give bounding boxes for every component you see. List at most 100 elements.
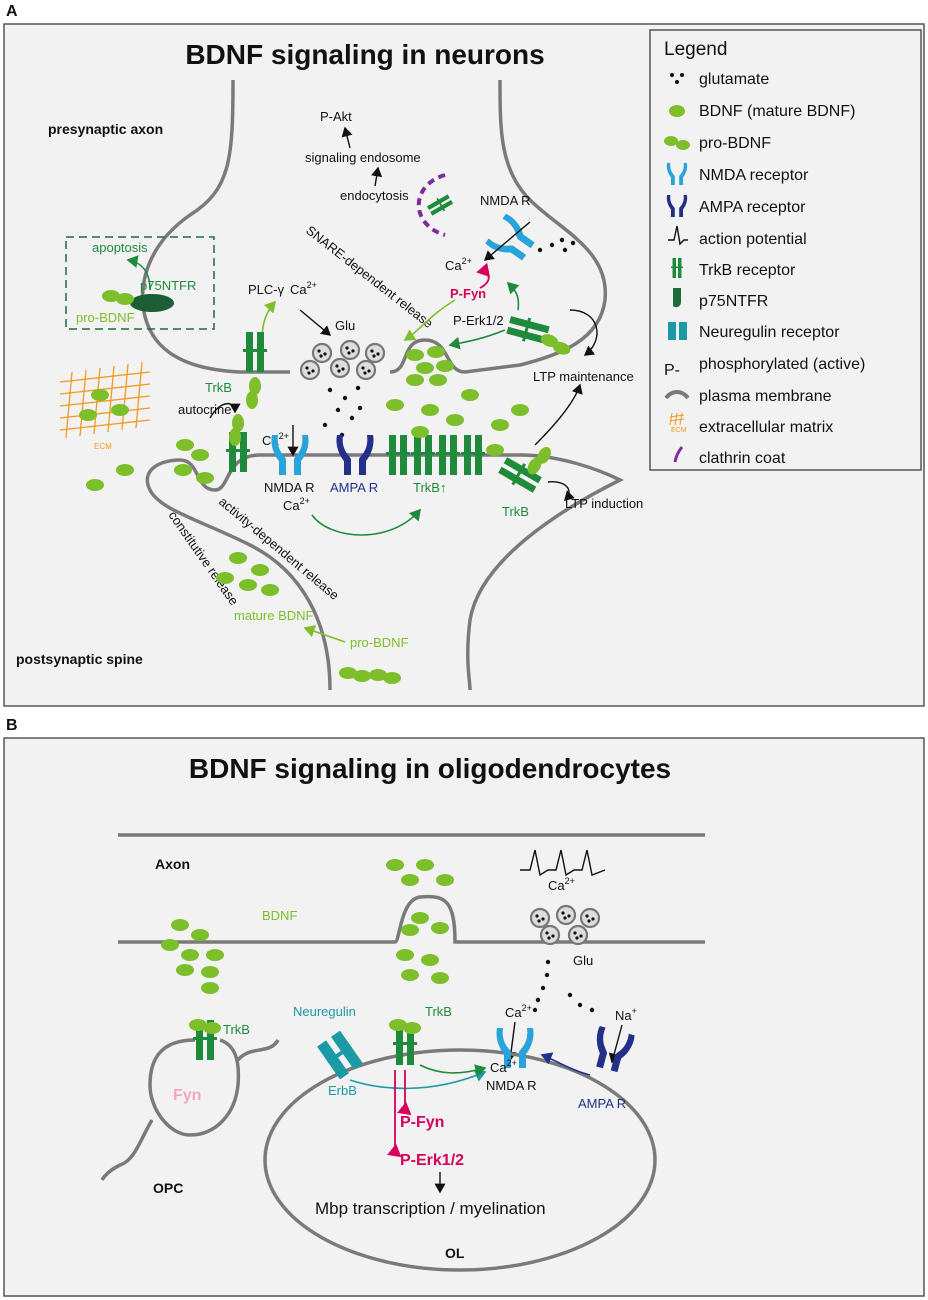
arrow-autocrine xyxy=(209,403,241,419)
ca-nmda-b-label: Ca2+ xyxy=(505,1003,532,1020)
legend-label-glutamate: glutamate xyxy=(699,71,769,88)
axon-bottom-membrane xyxy=(118,894,705,944)
panel-b-title: BDNF signaling in oligodendrocytes xyxy=(189,753,671,784)
p-erk-b-label: P-Erk1/2 xyxy=(400,1152,464,1169)
trkb-pre-label: TrkB xyxy=(205,380,232,395)
glutamate-dots-top xyxy=(537,237,576,253)
arrow-endocytosis-to-endosome xyxy=(371,166,383,187)
plc-gamma-label: PLC-γ xyxy=(248,282,285,297)
legend-p-prefix: P- xyxy=(664,362,680,379)
arrow-trkb-to-pfyn-b xyxy=(397,1070,412,1116)
legend-label-p75: p75NTFR xyxy=(699,293,768,310)
ecm-label: ECM xyxy=(94,442,112,451)
arrow-trkb-to-perk-b xyxy=(387,1070,402,1158)
pro-bdnf-icon xyxy=(664,136,690,150)
arrow-ca-to-vesicles xyxy=(299,309,332,336)
bdnf-label: BDNF xyxy=(262,908,297,923)
legend-box xyxy=(649,29,922,471)
arrow-erbb-to-nmda xyxy=(349,1069,487,1090)
p75ntfr-receptor-icon xyxy=(130,294,174,312)
glutamate-dots-b xyxy=(532,959,595,1013)
legend-label-bdnf: BDNF (mature BDNF) xyxy=(699,103,855,120)
presynaptic-axon-label: presynaptic axon xyxy=(48,121,163,137)
arrow-ampa-to-nmda xyxy=(540,1052,591,1076)
trkb-opc-label: TrkB xyxy=(223,1022,250,1037)
mature-bdnf-label: mature BDNF xyxy=(234,608,314,623)
legend-label-neuregulin: Neuregulin receptor xyxy=(699,324,840,341)
arrow-pro-to-mature xyxy=(303,625,346,643)
p-fyn-b-label: P-Fyn xyxy=(400,1114,444,1131)
panel-a-title: BDNF signaling in neurons xyxy=(185,39,544,70)
ca-pfyn-label: Ca2+ xyxy=(445,256,472,273)
legend-ecm-sub: ECM xyxy=(671,427,687,434)
legend-label-membrane: plasma membrane xyxy=(699,388,832,405)
trkb-post-label: TrkB xyxy=(502,504,529,519)
nmda-r-label: NMDA R xyxy=(264,480,315,495)
legend-label-ampa: AMPA receptor xyxy=(699,199,806,216)
arrow-ltp-maintenance-loop xyxy=(569,309,598,356)
ltp-induction-label: LTP induction xyxy=(565,496,643,511)
opc-cell-outline xyxy=(100,1038,280,1181)
arrow-ltp-induction xyxy=(547,481,575,501)
ampa-r-b-label: AMPA R xyxy=(578,1096,626,1111)
ca-plc-label: Ca2+ xyxy=(290,280,317,297)
trkb-ol-label: TrkB xyxy=(425,1004,452,1019)
extracellular-matrix-icon xyxy=(669,412,685,426)
arrow-ca-entry-top xyxy=(483,221,531,261)
ca-post-label: Ca2+ xyxy=(283,496,310,513)
arrow-trkb-to-pfyn xyxy=(506,281,520,311)
endocytosis-label: endocytosis xyxy=(340,188,409,203)
legend-icons xyxy=(664,73,690,463)
p-fyn-label: P-Fyn xyxy=(450,286,486,301)
legend-label-ecm: extracellular matrix xyxy=(699,419,833,436)
arrow-p75-to-apoptosis xyxy=(126,255,151,291)
fyn-label: Fyn xyxy=(173,1087,201,1104)
arrow-trkb-to-nmda xyxy=(419,1064,487,1077)
arrow-ca-to-pfyn xyxy=(476,262,490,289)
p-akt-label: P-Akt xyxy=(320,109,352,124)
arrow-to-ltp-maintenance xyxy=(534,383,583,446)
panel-a-letter: A xyxy=(6,3,18,20)
arrow-endosome-to-akt xyxy=(341,126,353,149)
axon-label: Axon xyxy=(155,856,190,872)
plasma-membrane-icon xyxy=(664,390,690,400)
ampa-r-label: AMPA R xyxy=(330,480,378,495)
glu-label: Glu xyxy=(335,318,355,333)
pro-bdnf-left-label: pro-BDNF xyxy=(76,310,135,325)
glutamate-release-dots xyxy=(322,385,363,438)
trkb-up-label: TrkB↑ xyxy=(413,480,446,495)
pro-bdnf-bottom-label: pro-BDNF xyxy=(350,635,409,650)
arrow-trkb-to-perk xyxy=(448,329,506,350)
panel-b-frame xyxy=(3,737,925,1297)
legend-label-action-potential: action potential xyxy=(699,231,807,248)
apoptosis-box xyxy=(65,236,215,330)
legend-label-trkb: TrkB receptor xyxy=(699,262,796,279)
arrow-ca-to-trkb-up xyxy=(311,508,422,536)
action-potential-trace xyxy=(520,849,606,877)
p-erk-label: P-Erk1/2 xyxy=(453,313,504,328)
ltp-maintenance-label: LTP maintenance xyxy=(533,369,634,384)
legend-label-pro-bdnf: pro-BDNF xyxy=(699,135,771,152)
legend-label-nmda: NMDA receptor xyxy=(699,167,809,184)
apoptosis-label: apoptosis xyxy=(92,240,148,255)
ca-ap-label: Ca2+ xyxy=(548,876,575,893)
ol-label: OL xyxy=(445,1245,465,1261)
ol-cell-outline xyxy=(263,1048,657,1272)
glu-label-b: Glu xyxy=(573,953,593,968)
erbb-receptor-icon xyxy=(317,1030,363,1080)
clathrin-coated-pit-icon xyxy=(416,173,446,237)
na-label: Na+ xyxy=(615,1006,637,1023)
opc-label: OPC xyxy=(153,1180,183,1196)
panel-b-letter: B xyxy=(6,717,18,734)
arrow-pfyn-to-release xyxy=(403,299,456,341)
ecm-bdnf-1 xyxy=(91,389,109,401)
postsynaptic-spine-label: postsynaptic spine xyxy=(16,651,143,667)
extracellular-matrix-grid xyxy=(59,361,151,439)
bdnf-oval-icon xyxy=(669,105,685,117)
nmda-r-b-label: NMDA R xyxy=(486,1078,537,1093)
action-potential-icon xyxy=(668,225,688,246)
ecm-bdnf-2 xyxy=(111,404,129,416)
legend-label-phosphorylated: phosphorylated (active) xyxy=(699,356,865,373)
postsynaptic-membrane xyxy=(145,453,624,691)
